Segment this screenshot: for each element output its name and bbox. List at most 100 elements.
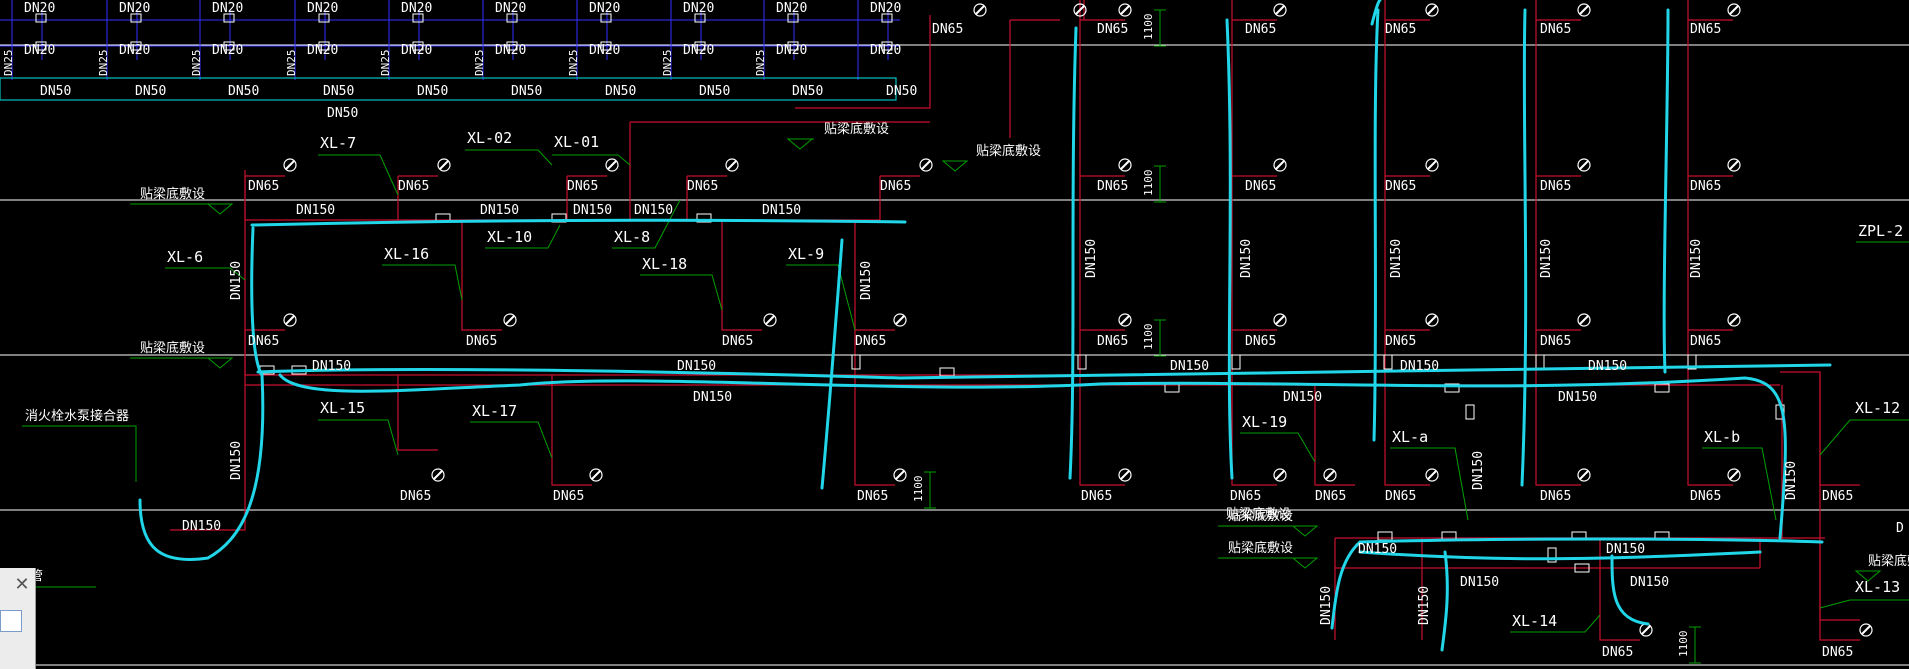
pipe-size-label: DN150 [229, 261, 244, 300]
valve-symbol [1574, 563, 1590, 573]
pipe-size-label: DN65 [932, 22, 963, 37]
pipe-size-label: DN65 [1540, 179, 1571, 194]
pipe-segment [461, 220, 502, 331]
hydrant-symbol-mark [1120, 470, 1130, 480]
leader-line [786, 264, 856, 331]
valve-symbol [1465, 404, 1475, 420]
markup-stroke [1610, 554, 1650, 626]
pipe-size-label: DN25 [473, 50, 486, 77]
pipe-size-label: DN25 [661, 50, 674, 77]
pipe-size-label: DN65 [1245, 334, 1276, 349]
pipe-size-label: DN20 [495, 43, 526, 58]
leader-line [640, 274, 723, 311]
beam-mount-note: 贴梁底敷设 [140, 340, 205, 356]
valve-symbol [223, 41, 235, 51]
pipe-size-label: DN150 [1239, 239, 1254, 278]
valve-symbol [506, 41, 518, 51]
pipe-size-label: DN150 [229, 441, 244, 480]
beam-mount-note: 贴梁底敷设 [976, 143, 1041, 159]
hydrant-symbol [1273, 313, 1287, 327]
pipe-segment [1314, 385, 1355, 486]
pipe-size-label: DN20 [495, 1, 526, 16]
pipe-size-label: DN150 [1539, 239, 1554, 278]
hydrant-symbol-mark [1275, 5, 1285, 15]
dialog-input[interactable] [0, 610, 22, 632]
pipe-size-label: DN20 [401, 1, 432, 16]
hydrant-symbol [763, 313, 777, 327]
pipe-size-label: DN150 [1283, 390, 1322, 405]
pipe-size-label: DN65 [466, 334, 497, 349]
pipe-size-label: DN65 [248, 334, 279, 349]
pipe-size-label: DN65 [1540, 22, 1571, 37]
valve-symbol [1687, 354, 1697, 370]
pipe-size-label: DN20 [589, 1, 620, 16]
hydrant-symbol [1425, 3, 1439, 17]
valve-symbol [881, 41, 893, 51]
pipe-size-label: DN65 [1690, 22, 1721, 37]
beam-mount-note: 贴梁底敷设 [1226, 506, 1291, 522]
pipe-size-label: DN150 [1588, 359, 1627, 374]
leader-line [552, 154, 631, 166]
hydrant-symbol-mark [1729, 5, 1739, 15]
hydrant-symbol-mark [1427, 315, 1437, 325]
dimension-label: 1100 [1142, 324, 1155, 351]
pipe-size-label: DN25 [97, 50, 110, 77]
pipe-segment [721, 220, 762, 331]
pipe-size-label: DN65 [1690, 334, 1721, 349]
pipe-size-label: DN65 [567, 179, 598, 194]
hydrant-symbol-mark [1120, 315, 1130, 325]
pipe-size-label: DN20 [870, 43, 901, 58]
pipe-segment [1780, 371, 1860, 621]
leader-line [470, 421, 553, 459]
valve-symbol [696, 213, 712, 223]
pipe-size-label: DN150 [1784, 461, 1799, 500]
hydrant-symbol [1577, 158, 1591, 172]
close-icon[interactable]: ✕ [14, 574, 30, 595]
hydrant-symbol-mark [1427, 5, 1437, 15]
hydrant-symbol [919, 158, 933, 172]
riser-label: XL-a [1392, 428, 1428, 446]
hydrant-symbol [1425, 158, 1439, 172]
hydrant-symbol-mark [1120, 5, 1130, 15]
hydrant-symbol [1577, 313, 1591, 327]
valve-symbol [130, 13, 142, 23]
pipe-size-label: DN20 [870, 1, 901, 16]
hydrant-symbol-mark [505, 315, 515, 325]
dimension-label: 1100 [912, 476, 925, 503]
pipe-size-label: DN65 [1385, 22, 1416, 37]
pipe-size-label: DN65 [1385, 179, 1416, 194]
valve-symbol [787, 13, 799, 23]
pipe-size-label: DN65 [1385, 334, 1416, 349]
valve-symbol [1231, 354, 1241, 370]
hydrant-symbol [1577, 3, 1591, 17]
pipe-segment [1231, 0, 1277, 486]
pipe-size-label: DN20 [119, 43, 150, 58]
pipe-size-label: DN50 [511, 84, 542, 99]
leader-line [318, 419, 399, 456]
riser-label: XL-01 [554, 133, 599, 151]
riser-label: XL-18 [642, 255, 687, 273]
valve-symbol [1654, 383, 1670, 393]
leader-line [485, 224, 561, 249]
valve-symbol [1377, 531, 1393, 541]
hydrant-symbol-mark [1641, 625, 1651, 635]
riser-label: XL-b [1704, 428, 1740, 446]
hydrant-symbol-mark [895, 470, 905, 480]
pipe-size-label: DN20 [683, 43, 714, 58]
pipe-size-label: DN65 [248, 179, 279, 194]
hydrant-symbol-mark [727, 160, 737, 170]
pipe-size-label: DN65 [1081, 489, 1112, 504]
markup-stroke [1372, 8, 1380, 442]
connector-label: 消火栓水泵接合器 [25, 408, 129, 424]
pipe-size-label: DN65 [1245, 179, 1276, 194]
markup-stroke [278, 373, 1787, 540]
pipe-size-label: DN65 [1690, 489, 1721, 504]
dimension-label: 1100 [1142, 14, 1155, 41]
hydrant-symbol-mark [1579, 470, 1589, 480]
pipe-size-label: DN150 [480, 203, 519, 218]
pipe-size-label: DN150 [1558, 390, 1597, 405]
pipe-size-label: DN65 [1540, 489, 1571, 504]
pipe-size-label: DN20 [24, 43, 55, 58]
valve-symbol [412, 13, 424, 23]
